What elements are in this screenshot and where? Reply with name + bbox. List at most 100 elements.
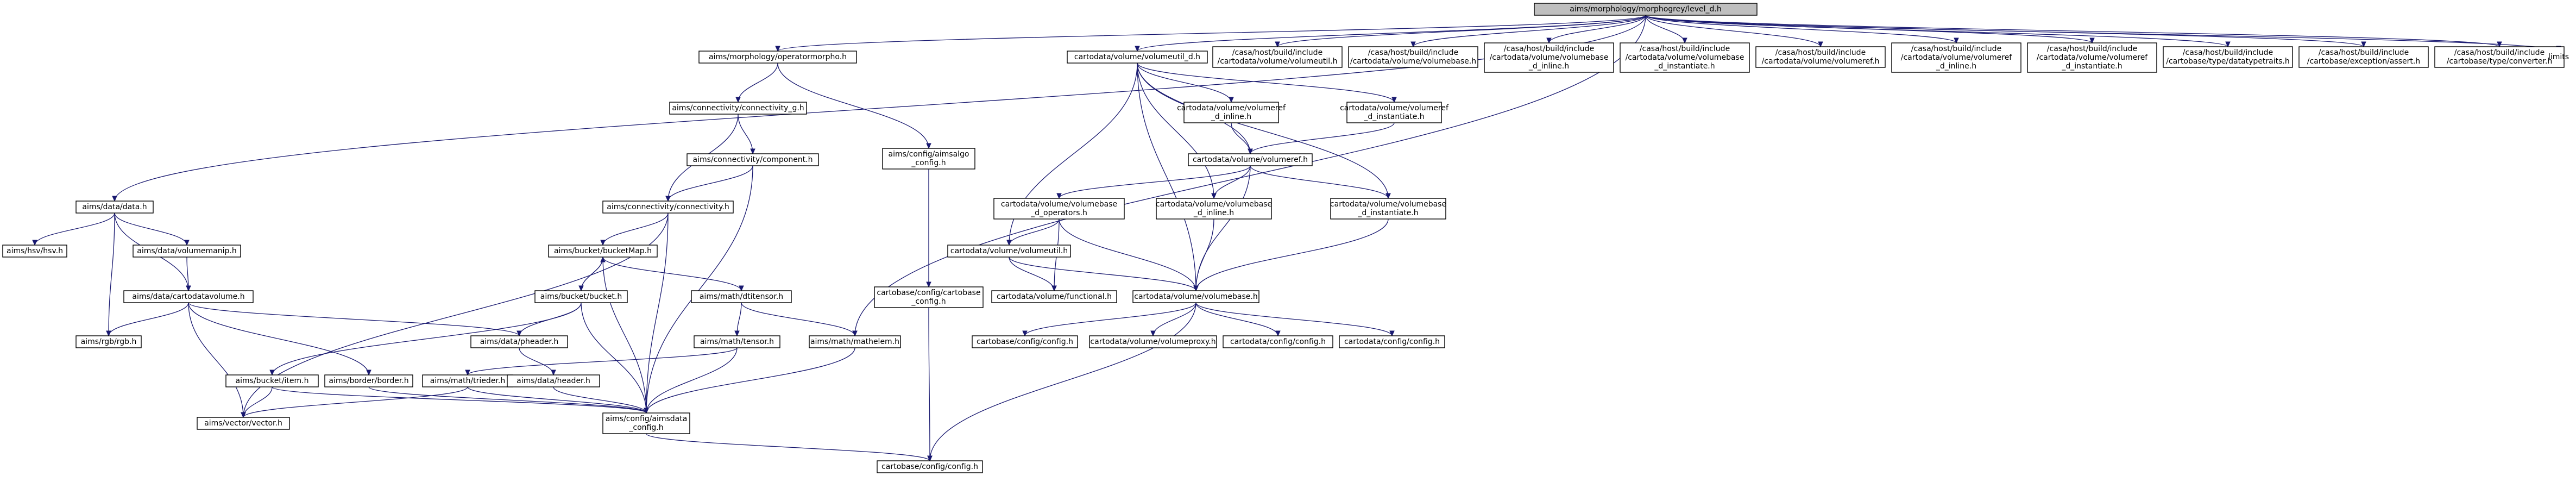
edge-bucketmap-to-bucket — [578, 256, 603, 292]
graph-node-casa_volumeref_inline[interactable]: /casa/host/build/include/cartodata/volum… — [1891, 42, 2021, 73]
node-label: cartodata/volume/volumeutil_d.h — [1074, 53, 1200, 61]
graph-node-cartodata_config[interactable]: cartodata/config/config.h — [1223, 335, 1333, 348]
graph-node-rgb[interactable]: aims/rgb/rgb.h — [75, 335, 142, 348]
edge-line — [1195, 165, 1251, 291]
edge-trieder-to-aimsdata_config — [467, 386, 649, 414]
edge-arrowhead — [517, 330, 522, 337]
edge-arrowhead — [1150, 330, 1156, 337]
graph-node-component[interactable]: aims/connectivity/component.h — [686, 153, 819, 166]
edge-line — [581, 302, 647, 414]
edge-volumebase-to-volumeproxy — [1150, 302, 1196, 337]
edge-arrowhead — [926, 281, 931, 288]
graph-node-data[interactable]: aims/data/data.h — [75, 201, 154, 214]
graph-node-border[interactable]: aims/border/border.h — [324, 374, 413, 387]
graph-node-casa_assert[interactable]: /casa/host/build/include/cartobase/excep… — [2298, 46, 2429, 68]
graph-node-casa_volumeutil[interactable]: /casa/host/build/include/cartodata/volum… — [1212, 46, 1343, 68]
node-label: cartodata/config/config.h — [1230, 337, 1326, 346]
edge-line — [1059, 218, 1196, 291]
graph-node-casa_converter[interactable]: /casa/host/build/include/cartobase/type/… — [2434, 46, 2565, 68]
graph-node-aimsdata_config[interactable]: aims/config/aimsdata_config.h — [602, 412, 690, 434]
graph-node-pheader[interactable]: aims/data/pheader.h — [470, 335, 568, 348]
graph-node-dtitensor[interactable]: aims/math/dtitensor.h — [691, 290, 792, 303]
edge-line — [114, 212, 187, 246]
edge-volumeutil_d-to-volumeref_inst — [1137, 62, 1397, 103]
edge-line — [1277, 15, 1646, 47]
graph-node-volumeref_inline[interactable]: cartodata/volume/volumeref_d_inline.h — [1177, 102, 1286, 123]
node-box — [1484, 42, 1614, 73]
edge-connectivity-to-aimsdata_config — [644, 212, 669, 414]
edge-arrowhead — [1275, 41, 1280, 48]
edge-volumeref-to-volumebase_operators — [1056, 165, 1251, 199]
graph-node-cartodatavolume[interactable]: aims/data/cartodatavolume.h — [123, 290, 254, 303]
graph-node-trieder[interactable]: aims/math/trieder.h — [422, 374, 513, 387]
edge-root-to-casa_volumeref — [1645, 15, 1823, 48]
graph-node-aimsalgo_config[interactable]: aims/config/aimsalgo_config.h — [882, 148, 975, 170]
graph-node-volumebase_operators[interactable]: cartodata/volume/volumebase_d_operators.… — [993, 198, 1125, 220]
graph-node-functional[interactable]: cartodata/volume/functional.h — [991, 290, 1117, 303]
graph-node-hsv[interactable]: aims/hsv/hsv.h — [2, 245, 67, 258]
graph-node-root[interactable]: aims/morphology/morphogrey/level_d.h — [1534, 3, 1758, 16]
edge-root-to-casa_datatypetraits — [1645, 15, 2231, 48]
graph-node-volumeutil[interactable]: cartodata/volume/volumeutil.h — [947, 245, 1071, 258]
graph-node-volumebase_inline[interactable]: cartodata/volume/volumebase_d_inline.h — [1156, 198, 1272, 220]
graph-node-cartobase_config[interactable]: cartobase/config/config.h — [877, 460, 983, 473]
node-label: cartodata/volume/functional.h — [997, 292, 1112, 301]
node-label: _d_instantiate.h — [1654, 62, 1715, 71]
edge-line — [929, 302, 1196, 461]
graph-node-casa_volumebase_inline[interactable]: /casa/host/build/include/cartodata/volum… — [1484, 42, 1614, 73]
edge-line — [1645, 15, 2228, 47]
node-box — [324, 374, 413, 387]
graph-node-limits[interactable]: limits — [2545, 51, 2572, 63]
edge-component-to-connectivity — [665, 165, 753, 202]
graph-node-casa_datatypetraits[interactable]: /casa/host/build/include/cartobase/type/… — [2163, 46, 2293, 68]
graph-node-volumeref_inst[interactable]: cartodata/volume/volumeref_d_instantiate… — [1340, 102, 1449, 123]
graph-node-casa_volumebase_inst[interactable]: /casa/host/build/include/cartodata/volum… — [1620, 42, 1750, 73]
graph-node-volumeproxy[interactable]: cartodata/volume/volumeproxy.h — [1089, 335, 1217, 348]
node-box — [470, 335, 568, 348]
graph-node-casa_volumeref[interactable]: /casa/host/build/include/cartodata/volum… — [1755, 46, 1886, 68]
graph-node-bucketmap[interactable]: aims/bucket/bucketMap.h — [548, 245, 658, 258]
graph-node-cartobase_config2[interactable]: cartobase/config/config.h — [972, 335, 1078, 348]
node-box — [1891, 42, 2021, 73]
node-box — [1223, 335, 1333, 348]
graph-node-casa_volumebase[interactable]: /casa/host/build/include/cartodata/volum… — [1348, 46, 1478, 68]
node-label: cartodata/volume/volumeproxy.h — [1090, 337, 1215, 346]
graph-node-volumebase_inst[interactable]: cartodata/volume/volumebase_d_instantiat… — [1330, 198, 1446, 220]
edge-line — [1645, 15, 1957, 43]
node-label: /casa/host/build/include — [2319, 48, 2409, 57]
graph-node-tensor[interactable]: aims/math/tensor.h — [694, 335, 780, 348]
graph-node-vector[interactable]: aims/vector/vector.h — [197, 417, 290, 430]
node-box — [877, 460, 983, 473]
graph-node-volumeref[interactable]: cartodata/volume/volumeref.h — [1188, 153, 1313, 166]
graph-node-volumemanip[interactable]: aims/data/volumemanip.h — [133, 245, 241, 258]
node-label: aims/morphology/morphogrey/level_d.h — [1570, 5, 1721, 14]
graph-node-header[interactable]: aims/data/header.h — [507, 374, 600, 387]
graph-node-volumeutil_d[interactable]: cartodata/volume/volumeutil_d.h — [1067, 51, 1208, 64]
edge-arrowhead — [734, 330, 740, 337]
edge-data-to-hsv — [32, 212, 115, 246]
edge-line — [1250, 165, 1389, 199]
edge-line — [741, 302, 855, 336]
graph-node-bucket[interactable]: aims/bucket/bucket.h — [534, 290, 628, 303]
graph-node-cartodata_config2[interactable]: cartodata/config/config.h — [1339, 335, 1445, 348]
edge-line — [602, 256, 647, 414]
graph-node-volumebase[interactable]: cartodata/volume/volumebase.h — [1132, 290, 1259, 303]
node-label: /casa/host/build/include — [1504, 45, 1594, 53]
edge-volumebase_operators-to-volumebase — [1059, 218, 1199, 292]
graph-node-cartobase_cartobase_config[interactable]: cartobase/config/cartobase_config.h — [874, 286, 984, 308]
graph-node-operatormorpho[interactable]: aims/morphology/operatormorpho.h — [698, 51, 857, 64]
edge-line — [1645, 15, 2500, 47]
graph-node-mathelem[interactable]: aims/math/mathelem.h — [809, 335, 901, 348]
edge-arrowhead — [750, 148, 755, 155]
graph-node-casa_volumeref_inst[interactable]: /casa/host/build/include/cartodata/volum… — [2027, 42, 2157, 73]
graph-node-connectivity_g[interactable]: aims/connectivity/connectivity_g.h — [669, 102, 807, 115]
node-label: /cartodata/volume/volumeutil.h — [1218, 57, 1338, 66]
graph-node-connectivity[interactable]: aims/connectivity/connectivity.h — [602, 201, 734, 214]
graph-node-item[interactable]: aims/bucket/item.h — [225, 374, 319, 387]
edge-border-to-aimsdata_config — [368, 386, 649, 414]
node-box — [534, 290, 628, 303]
edge-arrowhead — [366, 370, 371, 376]
edge-arrowhead — [1135, 46, 1140, 52]
edge-line — [646, 212, 669, 414]
node-label: /cartobase/exception/assert.h — [2307, 57, 2420, 66]
